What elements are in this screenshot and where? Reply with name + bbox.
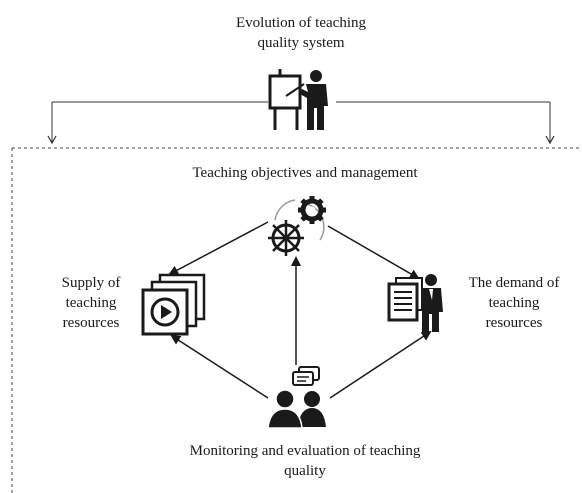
- arrow-objectives-to-supply: [168, 221, 269, 275]
- gear-and-wheel-icon: [268, 196, 326, 256]
- right-label: The demand of teaching resources: [468, 275, 560, 331]
- people-chat-icon: [267, 366, 326, 429]
- teacher-at-board-icon: [268, 69, 328, 130]
- arrow-monitoring-to-demand: [329, 330, 432, 399]
- flow-arrows: [168, 221, 432, 399]
- dashed-boundary: [11, 147, 582, 493]
- arrow-monitoring-to-supply: [170, 334, 269, 399]
- left-label: Supply of teaching resources: [61, 275, 121, 331]
- video-stack-icon: [141, 273, 206, 336]
- top-bracket: [47, 101, 555, 145]
- top-title: Evolution of teaching quality system: [236, 15, 366, 51]
- bottom-label: Monitoring and evaluation of teaching qu…: [189, 443, 421, 479]
- document-businessman-icon: [387, 274, 443, 332]
- arrow-objectives-to-demand: [327, 225, 420, 280]
- center-title: Teaching objectives and management: [192, 165, 418, 181]
